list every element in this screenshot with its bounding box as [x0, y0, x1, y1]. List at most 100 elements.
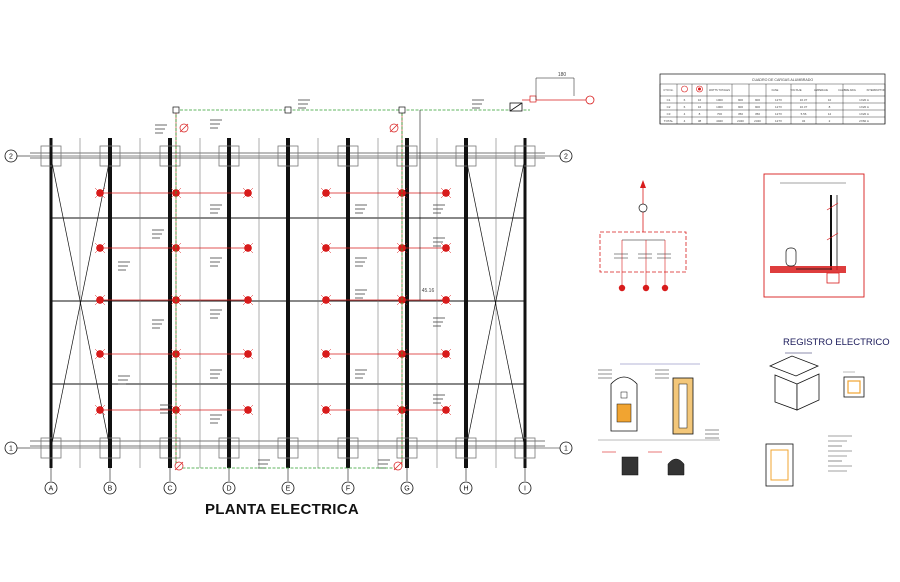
table-header: CALIBRE AWG — [838, 88, 856, 92]
table-cell: 127V — [775, 112, 782, 116]
meter-base — [616, 403, 632, 423]
luminaire-icon — [661, 284, 669, 292]
table-header: INTERRUPTOR — [867, 88, 886, 92]
table-cell: 34 — [802, 119, 806, 123]
footing-square — [514, 145, 536, 167]
axis-column-bubble — [222, 481, 236, 495]
luminaire-cross — [242, 187, 254, 199]
luminaire-cross — [94, 404, 106, 416]
table-cell: 4 — [684, 119, 686, 123]
luminaire-cross — [94, 242, 106, 254]
axis-column-bubble — [400, 481, 414, 495]
table-header: FASE — [772, 88, 779, 92]
detail-footing — [826, 272, 840, 284]
table-cell: 350 — [755, 112, 760, 116]
niche-grill — [621, 456, 639, 476]
footing-square — [218, 437, 240, 459]
ground-rod-slash — [393, 461, 403, 471]
niche-grill-arch — [667, 458, 685, 476]
table-header: CTO No. — [663, 88, 673, 92]
axis-column-bubble — [44, 481, 58, 495]
luminaire-cross — [320, 187, 332, 199]
table-cell: 2 — [829, 119, 831, 123]
panel-outline — [599, 231, 687, 273]
footing-square — [337, 145, 359, 167]
luminaire-cross — [320, 242, 332, 254]
footing-square — [514, 437, 536, 459]
table-cell: 8 — [829, 105, 831, 109]
table-cell: 2X60 A — [859, 119, 869, 123]
dimension-leader — [535, 77, 575, 100]
axis-column-bubble — [518, 481, 532, 495]
table-cell: 8 — [699, 112, 701, 116]
detail-slab — [770, 266, 846, 273]
axis-column-label: A — [49, 486, 54, 493]
axis-column-label: F — [346, 486, 350, 493]
table-cell: 10 — [828, 98, 832, 102]
dimension-label: 45.16 — [422, 288, 435, 294]
luminaire-cross — [440, 242, 452, 254]
junction-box — [284, 106, 292, 114]
ground-rod-slash — [389, 123, 399, 133]
luminaire-cross — [242, 404, 254, 416]
footing-square — [455, 437, 477, 459]
detail-box — [785, 247, 797, 267]
table-cell: 1X20 A — [859, 98, 869, 102]
table-cell: 4 — [684, 112, 686, 116]
junction-box — [398, 106, 406, 114]
panel-diagonal — [509, 102, 523, 112]
footing-square — [99, 145, 121, 167]
table-cell: 2340 — [737, 119, 744, 123]
luminaire-icon — [681, 85, 688, 93]
meter-icon — [638, 203, 648, 213]
table-cell: 127V — [775, 119, 782, 123]
table-cell: 38 — [698, 119, 702, 123]
axis-column-bubble — [459, 481, 473, 495]
table-cell: 900 — [738, 105, 743, 109]
table-cell: 700 — [717, 112, 722, 116]
dimension-label: 180 — [558, 72, 567, 78]
axis-column-label: I — [524, 486, 526, 493]
footing-square — [40, 145, 62, 167]
luminaire-cross — [94, 187, 106, 199]
table-cell: 16.37 — [800, 98, 808, 102]
arrow-icon — [640, 180, 646, 188]
footing-square — [396, 437, 418, 459]
table-header: AMPERAJE — [814, 88, 828, 92]
table-cell: 2340 — [754, 119, 761, 123]
luminaire-cross — [242, 294, 254, 306]
axis-row-label: 1 — [9, 446, 13, 453]
bracing-line — [465, 157, 526, 449]
axis-column-bubble — [163, 481, 177, 495]
registro-electrico-title: REGISTRO ELECTRICO — [783, 337, 890, 348]
table-cell: 1X20 A — [859, 112, 869, 116]
footing-square — [218, 145, 240, 167]
axis-column-label: G — [404, 486, 409, 493]
luminaire-cross — [320, 294, 332, 306]
breaker-box — [529, 95, 537, 103]
footing-square — [99, 437, 121, 459]
table-cell: 350 — [738, 112, 743, 116]
table-cell: 6 — [684, 105, 686, 109]
junction-box — [172, 106, 180, 114]
axis-column-bubble — [281, 481, 295, 495]
table-cell: TOTAL — [664, 119, 674, 123]
register-plan — [843, 376, 865, 398]
luminaire-cross — [440, 404, 452, 416]
table-cell: 1000 — [716, 98, 723, 102]
plan-title: PLANTA ELECTRICA — [205, 501, 359, 518]
bracing-line — [50, 157, 111, 449]
luminaire-dot — [698, 87, 701, 91]
table-cell: 900 — [738, 98, 743, 102]
axis-row-label: 2 — [9, 154, 13, 161]
table-cell: C3 — [667, 112, 671, 116]
axis-column-label: E — [286, 486, 291, 493]
luminaire-cross — [320, 404, 332, 416]
luminaire-cross — [440, 187, 452, 199]
axis-column-label: B — [108, 486, 113, 493]
footing-square — [337, 437, 359, 459]
table-cell: 16 — [698, 98, 702, 102]
axis-column-label: H — [463, 486, 468, 493]
